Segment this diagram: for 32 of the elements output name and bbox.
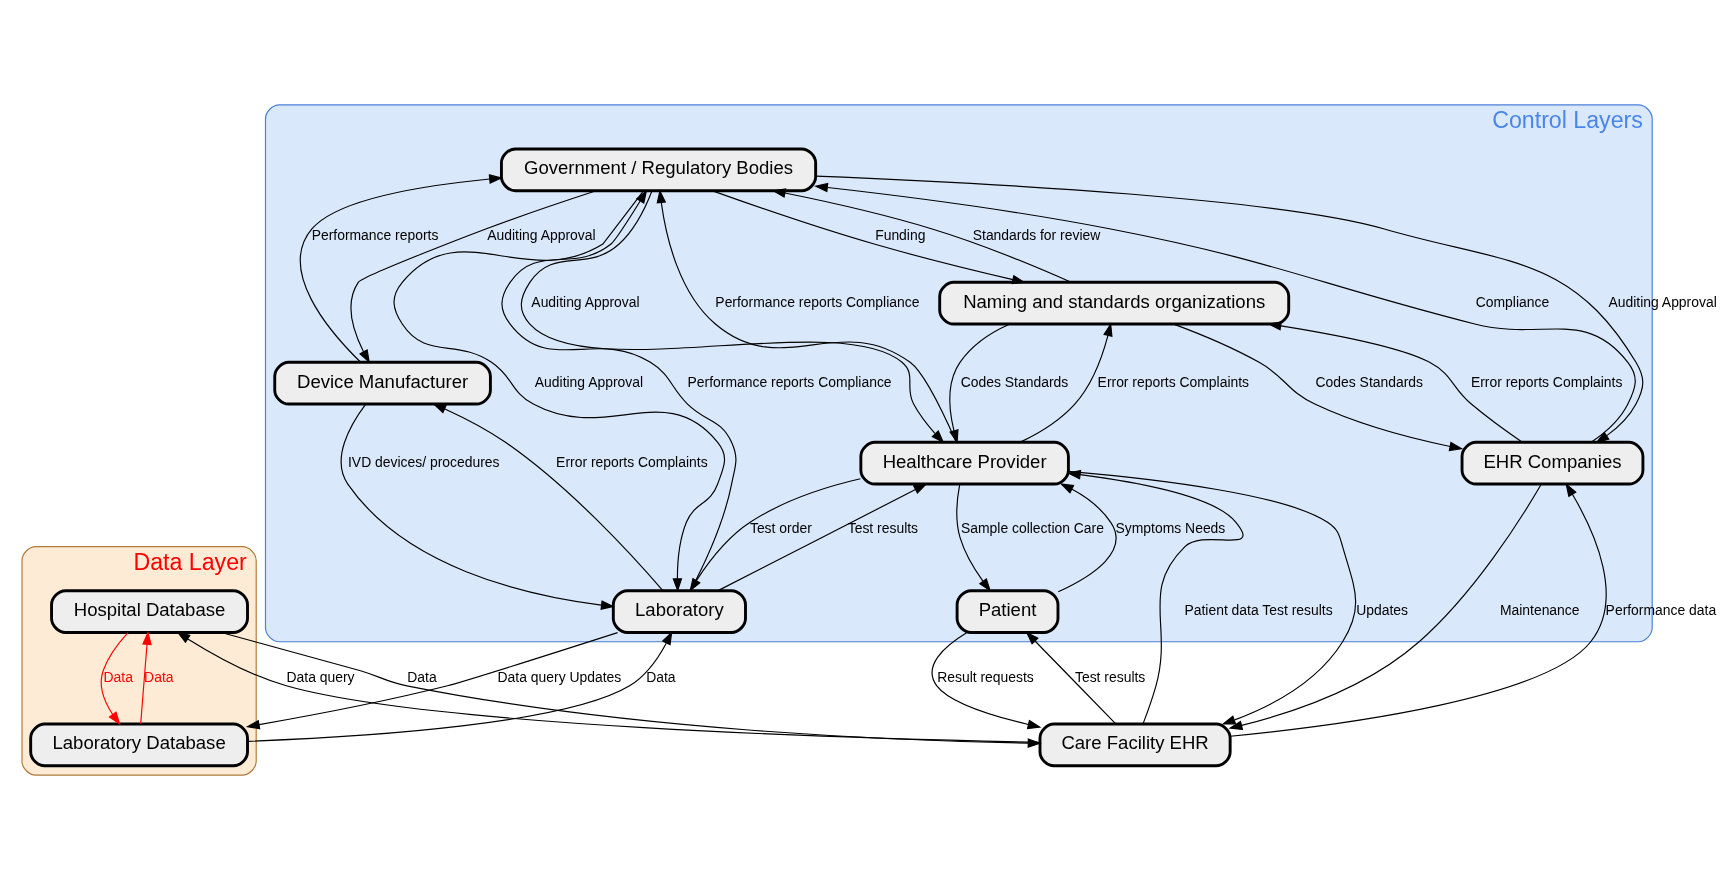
edge-label: Result requests [937, 668, 1034, 685]
edge-label: Codes Standards [1315, 373, 1424, 390]
edge-label: Funding [875, 227, 926, 244]
edge-label: Symptoms Needs [1115, 520, 1226, 537]
edge-label: Performance reports Compliance [715, 293, 920, 310]
edge-label: Error reports Complaints [556, 453, 708, 470]
edge-label: Compliance [1475, 293, 1550, 310]
edge-label: Codes Standards [960, 373, 1069, 390]
edge-label: Auditing Approval [487, 227, 596, 244]
edge-label: Data [407, 668, 437, 685]
edge-label: Test results [1074, 668, 1146, 685]
edge-label: IVD devices/ procedures [347, 453, 500, 470]
edge-label: Data [103, 668, 133, 685]
edge-label: Test order [749, 520, 812, 537]
edge-label: Performance reports Compliance [687, 373, 892, 390]
edge-label: Maintenance [1499, 602, 1580, 619]
edge-label: Auditing Approval [531, 293, 640, 310]
edge-label: Performance data [1605, 602, 1717, 619]
edge-label: Error reports Complaints [1097, 373, 1250, 390]
edge-label: Patient data Test results [1184, 602, 1333, 619]
edge-label: Sample collection Care [960, 520, 1104, 537]
edge-label: Updates [1356, 602, 1408, 619]
edge-label: Error reports Complaints [1470, 373, 1623, 390]
edge-label: Auditing Approval [1608, 293, 1717, 310]
edge-label: Data [646, 668, 676, 685]
edge-label: Performance reports [311, 227, 439, 244]
edge-label: Standards for review [972, 227, 1101, 244]
edge-label: Data [144, 668, 174, 685]
edge-label: Test results [847, 520, 919, 537]
edge-label: Auditing Approval [534, 373, 644, 390]
edge-label: Data query Updates [497, 668, 622, 685]
edge-label: Data query [286, 668, 355, 685]
